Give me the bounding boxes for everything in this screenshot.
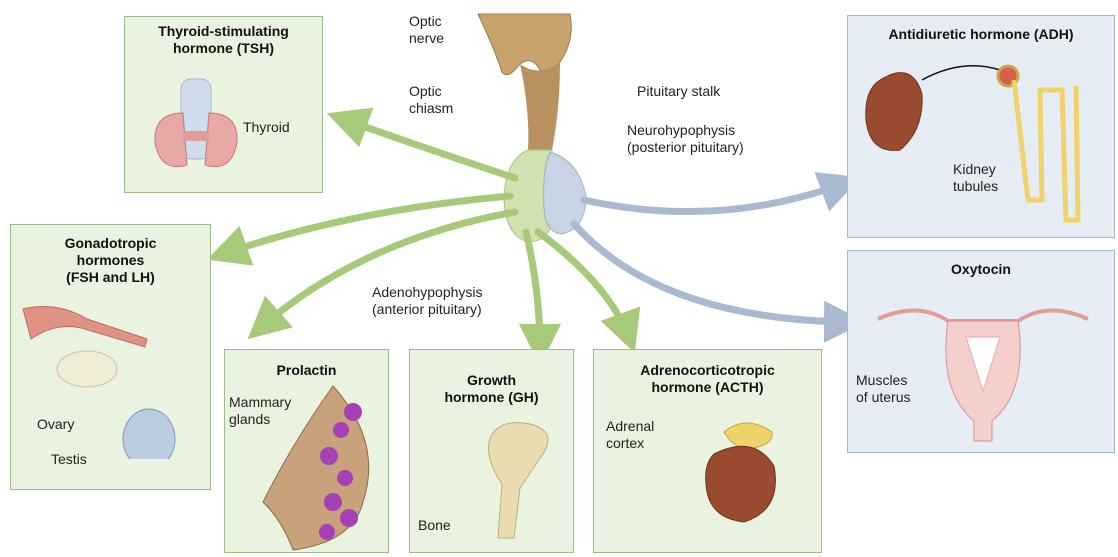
adrenal-cortex-label: Adrenal cortex (606, 418, 654, 452)
tsh-title: Thyroid-stimulating hormone (TSH) (125, 23, 322, 57)
mammary-gland-icon (233, 382, 383, 552)
label-optic-chiasm: Optic chiasm (409, 83, 453, 117)
gh-title: Growth hormone (GH) (410, 372, 573, 406)
bone-label: Bone (418, 517, 451, 534)
adh-box: Antidiuretic hormone (ADH) Kidney tubule… (847, 15, 1115, 238)
pituitary-illustration (478, 14, 586, 242)
gh-box: Growth hormone (GH) Bone (409, 349, 574, 553)
kidney-tubule-icon (852, 50, 1112, 230)
adh-title: Antidiuretic hormone (ADH) (848, 26, 1114, 43)
bone-icon (470, 418, 570, 548)
gonadotropic-title: Gonadotropic hormones (FSH and LH) (11, 235, 210, 286)
label-adenohypophysis: Adenohypophysis (anterior pituitary) (372, 284, 483, 318)
arrow-to-acth (538, 232, 630, 340)
adrenal-kidney-icon (694, 414, 794, 534)
label-neurohypophysis: Neurohypophysis (posterior pituitary) (627, 122, 744, 156)
arrow-to-adh (584, 182, 848, 212)
oxytocin-box: Oxytocin Muscles of uterus (847, 250, 1115, 453)
acth-box: Adrenocorticotropic hormone (ACTH) Adren… (593, 349, 822, 553)
thyroid-icon (143, 73, 253, 183)
arrow-to-gh (526, 232, 540, 352)
acth-title: Adrenocorticotropic hormone (ACTH) (594, 362, 821, 396)
tsh-box: Thyroid-stimulating hormone (TSH) Thyroi… (124, 16, 323, 193)
oxytocin-title: Oxytocin (848, 261, 1114, 278)
gonadotropic-box: Gonadotropic hormones (FSH and LH) Ovary… (10, 224, 211, 490)
label-pituitary-stalk: Pituitary stalk (637, 83, 720, 100)
posterior-arrows (574, 182, 852, 322)
prolactin-box: Prolactin Mammary glands (224, 349, 389, 553)
label-optic-nerve: Optic nerve (409, 13, 444, 47)
uterus-icon (858, 281, 1108, 451)
ovary-testis-icon (17, 299, 187, 459)
pituitary-stalk-shape (520, 62, 560, 150)
neurohypophysis-shape (544, 152, 586, 234)
prolactin-title: Prolactin (225, 362, 388, 379)
arrow-to-tsh (340, 118, 515, 178)
